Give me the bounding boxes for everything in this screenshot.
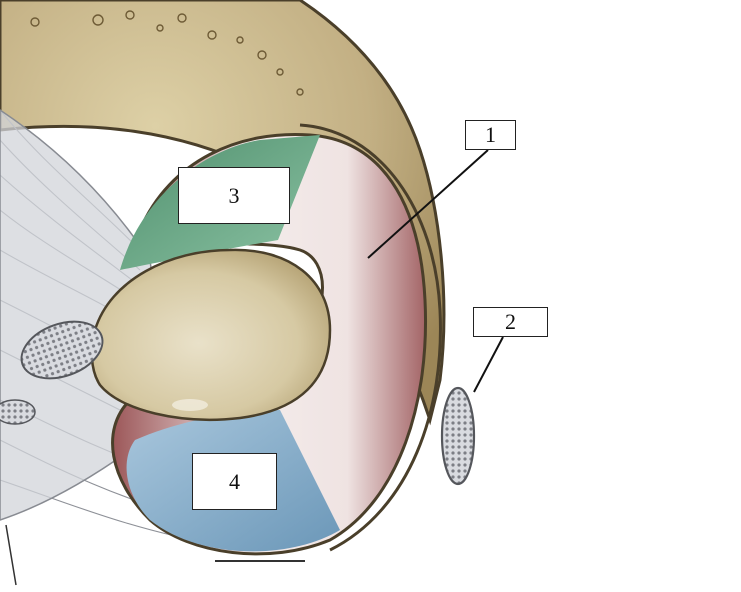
inner-cup xyxy=(90,248,332,421)
label-3: 3 xyxy=(178,167,290,224)
label-4: 4 xyxy=(192,453,277,510)
tendon-section-left-2 xyxy=(0,399,36,425)
label-2: 2 xyxy=(473,307,548,337)
leader-line-2 xyxy=(473,336,504,393)
tendon-section-right xyxy=(440,386,476,486)
bone-texture xyxy=(30,10,304,96)
label-1: 1 xyxy=(465,120,516,150)
leader-line-1 xyxy=(367,149,489,259)
tendon-section-left xyxy=(20,320,104,380)
bone-upper xyxy=(0,0,446,426)
outer-rim xyxy=(299,123,442,552)
